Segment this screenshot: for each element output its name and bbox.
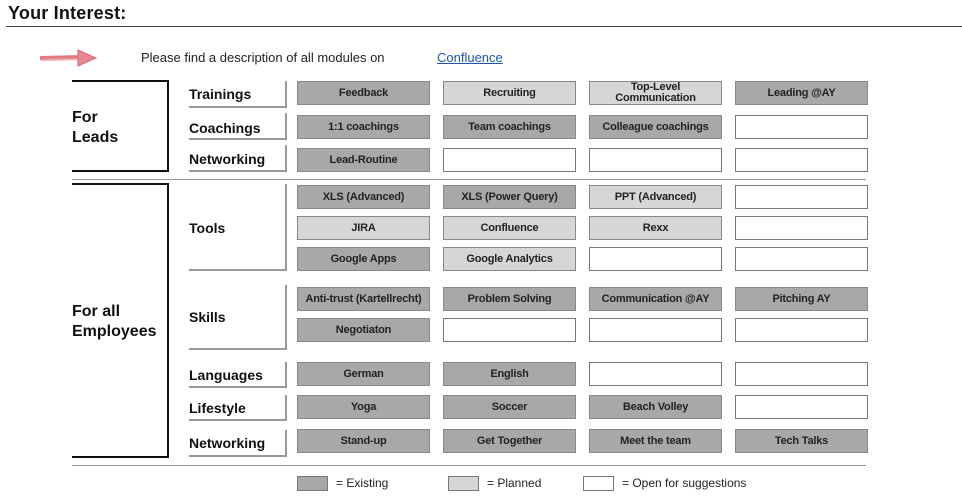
employees-label-line2: Employees (72, 323, 157, 340)
open-slot[interactable] (735, 395, 868, 419)
module-leading-ay[interactable]: Leading @AY (735, 81, 868, 105)
category-lifestyle-bracket (189, 395, 287, 421)
category-networking-all-bracket (189, 430, 287, 457)
module-german[interactable]: German (297, 362, 430, 386)
employees-section-label: For all Employees (72, 302, 156, 342)
open-slot[interactable] (735, 148, 868, 172)
module-english[interactable]: English (443, 362, 576, 386)
confluence-link[interactable]: Confluence (437, 50, 503, 65)
open-slot[interactable] (443, 148, 576, 172)
module-xls-power-query[interactable]: XLS (Power Query) (443, 185, 576, 209)
module-google-apps[interactable]: Google Apps (297, 247, 430, 271)
category-languages: Languages (189, 367, 263, 383)
category-coachings-bracket (189, 113, 287, 140)
leads-label-line2: Leads (72, 129, 119, 146)
module-tech-talks[interactable]: Tech Talks (735, 429, 868, 453)
module-jira[interactable]: JIRA (297, 216, 430, 240)
leads-label-line1: For (72, 109, 98, 126)
module-1on1-coachings[interactable]: 1:1 coachings (297, 115, 430, 139)
category-coachings: Coachings (189, 120, 261, 136)
module-team-coachings[interactable]: Team coachings (443, 115, 576, 139)
module-google-analytics[interactable]: Google Analytics (443, 247, 576, 271)
module-lead-routine[interactable]: Lead-Routine (297, 148, 430, 172)
open-slot[interactable] (589, 362, 722, 386)
category-skills-bracket (189, 285, 287, 350)
module-rexx[interactable]: Rexx (589, 216, 722, 240)
module-ppt-advanced[interactable]: PPT (Advanced) (589, 185, 722, 209)
legend-existing-swatch (297, 476, 328, 491)
module-confluence[interactable]: Confluence (443, 216, 576, 240)
leads-section-bracket (72, 80, 169, 172)
module-problem-solving[interactable]: Problem Solving (443, 287, 576, 311)
category-tools-bracket (189, 184, 287, 271)
open-slot[interactable] (589, 318, 722, 342)
arrow-right-icon (40, 49, 98, 67)
leads-section-topline (72, 80, 169, 82)
module-get-together[interactable]: Get Together (443, 429, 576, 453)
module-beach-volley[interactable]: Beach Volley (589, 395, 722, 419)
intro-text: Please find a description of all modules… (141, 50, 385, 65)
module-colleague-coachings[interactable]: Colleague coachings (589, 115, 722, 139)
module-feedback[interactable]: Feedback (297, 81, 430, 105)
module-top-level-communication[interactable]: Top-Level Communication (589, 81, 722, 105)
legend-open-swatch (583, 476, 614, 491)
open-slot[interactable] (589, 247, 722, 271)
category-networking-leads: Networking (189, 151, 266, 167)
module-negotiaton[interactable]: Negotiaton (297, 318, 430, 342)
open-slot[interactable] (735, 247, 868, 271)
open-slot[interactable] (589, 148, 722, 172)
module-recruiting[interactable]: Recruiting (443, 81, 576, 105)
legend-divider (72, 465, 866, 466)
module-yoga[interactable]: Yoga (297, 395, 430, 419)
legend-planned-swatch (448, 476, 479, 491)
category-languages-bracket (189, 362, 287, 388)
category-tools: Tools (189, 220, 226, 236)
module-top-level-line1: Top-Level (630, 81, 681, 93)
open-slot[interactable] (735, 185, 868, 209)
category-networking-all: Networking (189, 435, 266, 451)
section-divider (72, 179, 866, 180)
employees-section-bracket (72, 183, 169, 458)
module-stand-up[interactable]: Stand-up (297, 429, 430, 453)
module-top-level-line2: Communication (615, 92, 696, 104)
module-pitching-ay[interactable]: Pitching AY (735, 287, 868, 311)
category-lifestyle: Lifestyle (189, 400, 246, 416)
category-skills: Skills (189, 309, 226, 325)
employees-label-line1: For all (72, 303, 121, 320)
legend-open-label: = Open for suggestions (622, 476, 747, 490)
module-meet-the-team[interactable]: Meet the team (589, 429, 722, 453)
category-networking-leads-bracket (189, 145, 287, 172)
open-slot[interactable] (735, 362, 868, 386)
legend-planned-label: = Planned (487, 476, 542, 490)
open-slot[interactable] (735, 216, 868, 240)
employees-section-topline (72, 183, 169, 185)
category-trainings: Trainings (189, 86, 252, 102)
page-title: Your Interest: (8, 3, 127, 23)
open-slot[interactable] (443, 318, 576, 342)
title-divider (6, 26, 962, 27)
module-communication-ay[interactable]: Communication @AY (589, 287, 722, 311)
open-slot[interactable] (735, 318, 868, 342)
module-anti-trust[interactable]: Anti-trust (Kartellrecht) (297, 287, 430, 311)
leads-section-label: For Leads (72, 108, 118, 148)
legend-existing-label: = Existing (336, 476, 389, 490)
open-slot[interactable] (735, 115, 868, 139)
module-soccer[interactable]: Soccer (443, 395, 576, 419)
category-trainings-bracket (189, 81, 287, 108)
module-xls-advanced[interactable]: XLS (Advanced) (297, 185, 430, 209)
